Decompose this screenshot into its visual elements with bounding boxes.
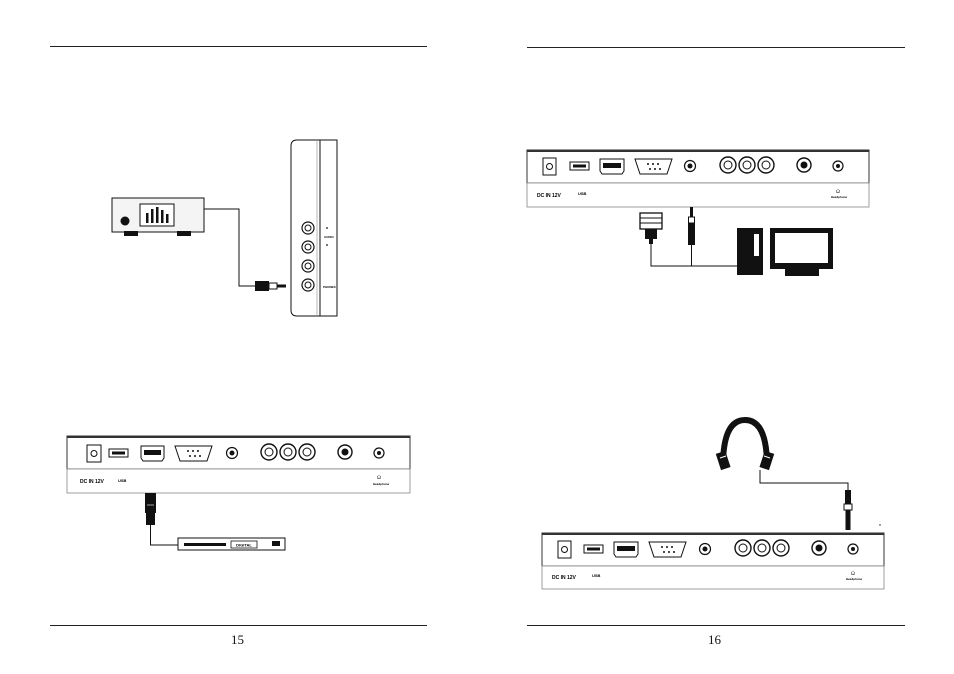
usb-label: USB	[592, 573, 601, 578]
tv-back-panel-bottom: DC IN 12V USB Ω Headphone	[541, 532, 885, 590]
headphone-symbol-icon: Ω	[851, 572, 855, 577]
page-16: 16 DC IN 12V	[477, 0, 954, 674]
usb-label: USB	[578, 191, 587, 196]
headphone-label: Headphone	[846, 577, 863, 581]
usb-plug-icon	[145, 493, 156, 525]
headphone-plug-icon	[843, 490, 853, 530]
page-number: 15	[231, 632, 244, 647]
tv-back-panel: DC IN 12V USB Ω Headphone	[66, 435, 411, 494]
dc-in-label: DC IN 12V	[80, 479, 105, 485]
power-button-icon	[120, 216, 130, 226]
dc-in-label: DC IN 12V	[537, 193, 562, 199]
headphone-label: Headphone	[831, 195, 848, 199]
top-rule	[527, 47, 905, 48]
top-rule	[50, 46, 427, 47]
dc-in-label: DC IN 12V	[552, 575, 577, 581]
right-page-illustrations: DC IN 12V USB Ω Headphone	[526, 149, 885, 590]
headphone-symbol-icon: Ω	[377, 476, 381, 481]
bottom-rule	[50, 625, 427, 626]
headphone-label: Headphone	[373, 482, 390, 486]
left-page-illustrations: AUDIO PHONES	[66, 139, 411, 551]
usb-label: USB	[118, 478, 127, 483]
audio-plug-icon	[255, 281, 286, 291]
amplifier-device	[111, 197, 205, 236]
vga-plug-icon	[639, 212, 663, 244]
audio-plug-icon	[688, 207, 695, 245]
headphones-icon	[715, 416, 775, 471]
usb-storage-device: DIGITAL	[177, 537, 286, 551]
page-15: 15	[50, 46, 427, 647]
headphone-symbol-icon: Ω	[836, 190, 840, 195]
storage-device-label: DIGITAL	[236, 543, 252, 548]
monitor-icon	[770, 228, 833, 276]
audio-label: AUDIO	[324, 235, 334, 239]
tv-back-panel-top: DC IN 12V USB Ω Headphone	[526, 149, 870, 208]
page-number: 16	[708, 632, 721, 647]
bottom-rule	[527, 625, 905, 626]
tv-side-panel: AUDIO PHONES	[290, 139, 338, 317]
phones-label: PHONES	[323, 285, 336, 289]
pc-tower-icon	[737, 228, 763, 275]
